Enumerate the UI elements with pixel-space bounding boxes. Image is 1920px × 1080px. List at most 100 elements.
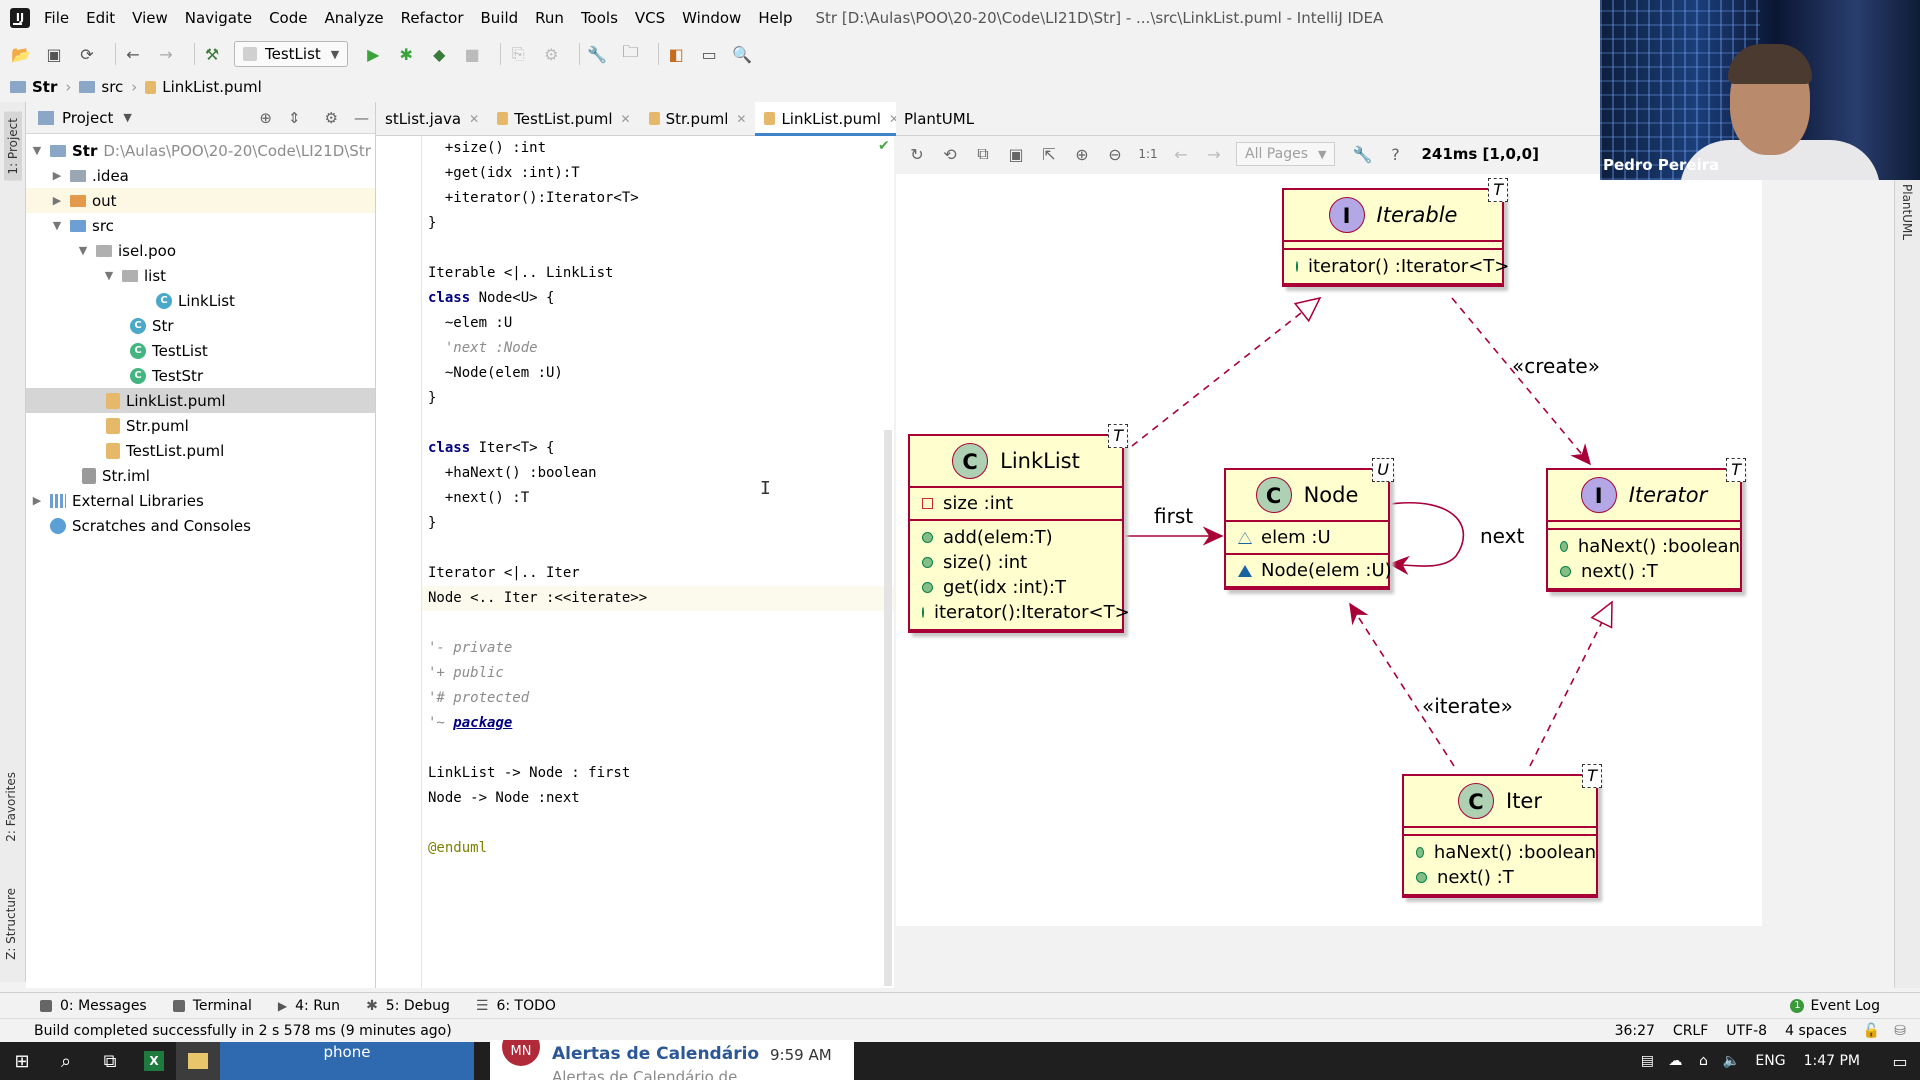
tab-testlist-java[interactable]: stList.java✕ xyxy=(376,102,488,136)
menu-edit[interactable]: Edit xyxy=(86,9,116,27)
reload-icon[interactable]: ⟲ xyxy=(943,144,957,164)
forward-icon[interactable]: → xyxy=(159,44,173,64)
menu-tools[interactable]: Tools xyxy=(580,9,618,27)
menu-code[interactable]: Code xyxy=(269,9,308,27)
run-coverage-icon[interactable]: ◆ xyxy=(433,44,446,64)
prev-page-icon[interactable]: ← xyxy=(1174,144,1188,164)
stop-icon[interactable]: ■ xyxy=(464,44,480,64)
tree-item-external-libraries[interactable]: ▶External Libraries xyxy=(26,488,375,513)
file-explorer-icon[interactable] xyxy=(176,1042,220,1080)
menu-analyze[interactable]: Analyze xyxy=(324,9,384,27)
project-tool-tab[interactable]: 1: Project xyxy=(4,112,22,181)
menu-vcs[interactable]: VCS xyxy=(634,9,666,27)
tree-item-str-puml[interactable]: Str.puml xyxy=(26,413,375,438)
breadcrumb-project[interactable]: Str xyxy=(32,78,58,96)
windows-start-icon[interactable]: ⊞ xyxy=(14,1050,30,1072)
expand-arrow-icon[interactable]: ▶ xyxy=(32,494,42,507)
refresh-icon[interactable]: ↻ xyxy=(910,144,924,164)
run-icon[interactable]: ▶ xyxy=(367,44,380,64)
collapse-all-icon[interactable]: ⇕ xyxy=(287,108,301,127)
expand-arrow-icon[interactable]: ▼ xyxy=(32,144,42,157)
caret-position[interactable]: 36:27 xyxy=(1614,1022,1655,1039)
run-configuration-select[interactable]: TestList ▼ xyxy=(234,41,349,67)
tray-volume-icon[interactable]: 🔈 xyxy=(1722,1053,1741,1069)
project-structure-icon[interactable]: 🗀 xyxy=(622,41,639,61)
structure-tool-tab[interactable]: Z: Structure xyxy=(4,888,18,960)
hide-icon[interactable]: — xyxy=(354,108,369,127)
menu-navigate[interactable]: Navigate xyxy=(184,9,253,27)
actual-size-icon[interactable]: 1:1 xyxy=(1138,147,1158,161)
menu-window[interactable]: Window xyxy=(682,9,742,27)
breadcrumb-folder[interactable]: src xyxy=(101,78,124,96)
tree-item-scratches[interactable]: Scratches and Consoles xyxy=(26,513,375,538)
build-hammer-icon[interactable]: ⚒ xyxy=(204,44,220,64)
tool-run[interactable]: ▶4: Run xyxy=(278,998,340,1014)
tool-debug[interactable]: ✱5: Debug xyxy=(366,998,450,1014)
code-editor[interactable]: +size() :int +get(idx :int):T +iterator(… xyxy=(422,136,894,988)
locate-icon[interactable]: ⊕ xyxy=(259,108,272,127)
chevron-down-icon[interactable]: ▼ xyxy=(123,111,132,124)
back-icon[interactable]: ← xyxy=(126,44,140,64)
task-view-icon[interactable]: ⧉ xyxy=(103,1050,117,1072)
save-icon[interactable]: ▣ xyxy=(1008,144,1024,164)
pages-select[interactable]: All Pages▼ xyxy=(1236,142,1336,166)
clock[interactable]: 1:47 PM xyxy=(1803,1053,1860,1069)
indent-setting[interactable]: 4 spaces xyxy=(1785,1022,1847,1039)
breadcrumb-file[interactable]: LinkList.puml xyxy=(162,78,262,96)
plantuml-tool-tab[interactable]: PlantUML xyxy=(1900,184,1914,241)
attach-icon[interactable]: ⎘ xyxy=(511,44,525,63)
expand-arrow-icon[interactable]: ▼ xyxy=(104,269,114,282)
favorites-tool-tab[interactable]: 2: Favorites xyxy=(4,772,18,842)
expand-arrow-icon[interactable]: ▼ xyxy=(52,219,62,232)
line-separator[interactable]: CRLF xyxy=(1672,1022,1709,1039)
copy-icon[interactable]: ⧉ xyxy=(977,144,989,163)
menu-help[interactable]: Help xyxy=(758,9,793,27)
expand-arrow-icon[interactable]: ▶ xyxy=(52,194,62,207)
close-icon[interactable]: ✕ xyxy=(620,111,631,126)
settings-icon[interactable]: 🔧 xyxy=(1352,144,1373,164)
menu-run[interactable]: Run xyxy=(535,9,564,27)
taskbar-phone-app[interactable]: phone xyxy=(220,1042,474,1080)
tree-item-isel-poo[interactable]: ▼isel.poo xyxy=(26,238,375,263)
gear-icon[interactable]: ⚙ xyxy=(324,108,338,127)
memory-icon[interactable]: ⛁ xyxy=(1894,1022,1906,1039)
settings-wrench-icon[interactable]: 🔧 xyxy=(587,44,608,64)
tree-item-src[interactable]: ▼src xyxy=(26,213,375,238)
excel-app-icon[interactable]: X xyxy=(132,1042,176,1080)
project-view-select[interactable]: Project xyxy=(62,108,114,127)
tab-str-puml[interactable]: Str.puml✕ xyxy=(640,102,756,136)
editor-scrollbar[interactable] xyxy=(884,430,892,986)
menu-refactor[interactable]: Refactor xyxy=(400,9,464,27)
close-icon[interactable]: ✕ xyxy=(736,111,747,126)
tree-item-linklist-puml[interactable]: LinkList.puml xyxy=(26,388,375,413)
lock-icon[interactable]: 🔓 xyxy=(1862,1022,1881,1039)
tree-item-list[interactable]: ▼list xyxy=(26,263,375,288)
debug-icon[interactable]: ✱ xyxy=(399,44,413,64)
tree-item-str-iml[interactable]: Str.iml xyxy=(26,463,375,488)
input-language[interactable]: ENG xyxy=(1755,1053,1786,1069)
tree-item-out[interactable]: ▶out xyxy=(26,188,375,213)
tree-item-testlist-puml[interactable]: TestList.puml xyxy=(26,438,375,463)
tool-todo[interactable]: ☰6: TODO xyxy=(476,998,556,1014)
profile-icon[interactable]: ⚙ xyxy=(544,44,559,64)
calendar-notification[interactable]: MN Alertas de Calendário de 9:59 AM Aler… xyxy=(490,1040,854,1080)
tray-onedrive-icon[interactable]: ☁ xyxy=(1668,1053,1683,1069)
search-icon[interactable]: ⌕ xyxy=(60,1050,72,1072)
tab-testlist-puml[interactable]: TestList.puml✕ xyxy=(488,102,639,136)
close-icon[interactable]: ✕ xyxy=(888,111,900,126)
menu-file[interactable]: File xyxy=(44,9,70,27)
tool-terminal[interactable]: Terminal xyxy=(172,998,252,1014)
zoom-out-icon[interactable]: ⊖ xyxy=(1108,144,1122,164)
search-icon[interactable]: 🔍 xyxy=(732,44,753,64)
close-icon[interactable]: ✕ xyxy=(469,111,480,126)
terminal-window-icon[interactable]: ▭ xyxy=(701,44,717,64)
next-page-icon[interactable]: → xyxy=(1207,144,1221,164)
sync-icon[interactable]: ⟳ xyxy=(80,44,94,64)
tray-wifi-icon[interactable]: ⌂ xyxy=(1698,1053,1708,1069)
plugin-icon[interactable]: ◧ xyxy=(668,44,684,64)
